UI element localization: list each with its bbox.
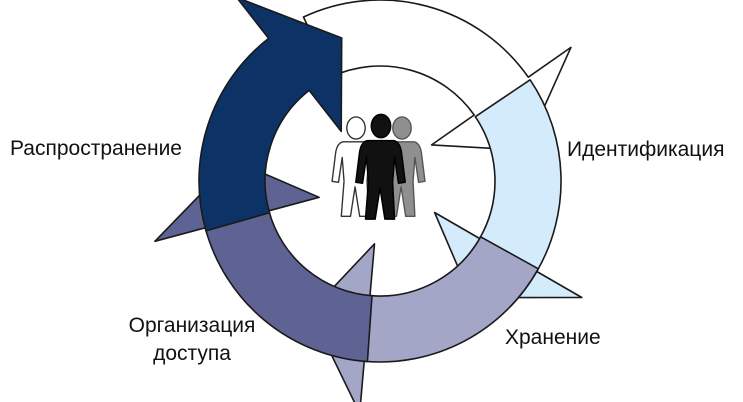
arrow-identification: [433, 79, 583, 299]
label-storage: Хранение: [505, 326, 601, 349]
person-black-icon: [355, 113, 406, 220]
label-access-line1: Организация: [128, 314, 256, 337]
label-access-organization: Организация доступа: [122, 312, 262, 368]
arrow-distribution: [198, 0, 343, 232]
people-group-icon: [331, 113, 426, 220]
label-access-line2: доступа: [153, 342, 231, 365]
label-identification: Идентификация: [567, 138, 725, 161]
label-distribution: Распространение: [10, 137, 182, 160]
